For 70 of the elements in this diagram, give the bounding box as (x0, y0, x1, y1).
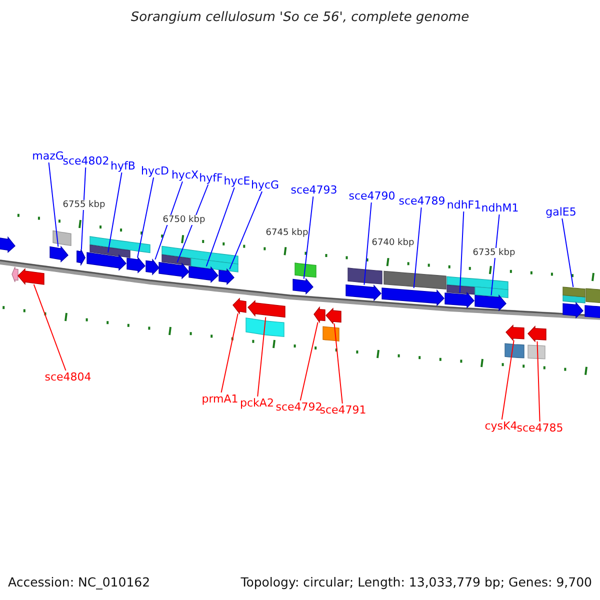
gene-label: sce4802 (62, 154, 110, 168)
scale-label: 6740 kbp (372, 238, 414, 248)
gene-label: prmA1 (202, 392, 238, 406)
scale-label: 6755 kbp (62, 200, 106, 210)
gene-block (292, 278, 314, 295)
gene-label: sce4790 (348, 190, 396, 202)
leader-line (220, 312, 238, 393)
gene-label: sce4785 (516, 422, 564, 434)
gene-label: hycE (224, 174, 250, 188)
leader-line (364, 202, 372, 286)
gene-label: hyfF (199, 172, 223, 184)
leader-line (229, 191, 263, 270)
gene-label: ndhM1 (481, 202, 519, 214)
gene-label: sce4791 (320, 404, 366, 416)
gene-label: cysK4 (484, 420, 518, 432)
leader-line (536, 340, 540, 422)
gene-block (188, 266, 218, 284)
scale-label: 6735 kbp (472, 248, 516, 258)
gene-block (158, 262, 190, 280)
gene-block (506, 324, 524, 342)
leader-line (413, 207, 422, 289)
gene-block (346, 284, 382, 302)
gene-label: hyfB (110, 160, 136, 172)
accession-text: Accession: NC_010162 (8, 574, 150, 590)
gene-label: pckA2 (240, 396, 274, 410)
gene-block (218, 268, 234, 285)
gene-block (314, 306, 326, 324)
leader-line (490, 214, 500, 296)
gene-label: sce4793 (290, 184, 338, 196)
leader-line (80, 167, 86, 250)
leader-line (48, 162, 59, 248)
gene-block (18, 268, 44, 285)
scale-label: 6750 kbp (162, 215, 206, 225)
leader-line (176, 184, 209, 263)
scale-label: 6745 kbp (266, 228, 308, 238)
leader-line (137, 177, 154, 258)
gene-block (126, 256, 146, 274)
gene-block (86, 252, 126, 271)
title: Sorangium cellulosum 'So ce 56', complete genome (130, 10, 470, 25)
gene-block (474, 294, 506, 312)
leader-line (303, 196, 314, 280)
gene-block (232, 298, 246, 314)
gene-label: hycX (171, 168, 199, 182)
genome-info-text: Topology: circular; Length: 13,033,779 bp; Genes: 9,700 (240, 574, 592, 590)
gene-label: ndhF1 (446, 198, 482, 212)
gene-label: sce4789 (398, 194, 446, 208)
leader-line (300, 322, 318, 401)
gene-label: hycD (141, 164, 169, 178)
leader-line (33, 284, 66, 371)
gene-block (444, 292, 474, 309)
gene-feature-bar (562, 286, 586, 298)
leader-line (108, 172, 122, 254)
gene-block (146, 258, 160, 276)
gene-label: sce4804 (44, 370, 92, 384)
leader-line (501, 340, 514, 420)
leader-line (459, 211, 464, 294)
gene-label: galE5 (546, 206, 576, 218)
gene-block (382, 288, 444, 306)
leader-line (206, 187, 235, 267)
gene-block (528, 326, 546, 342)
gene-block (562, 302, 584, 319)
gene-block (326, 308, 342, 324)
gene-block (248, 300, 286, 318)
gene-block (50, 246, 68, 262)
leader-line (334, 323, 343, 404)
gene-label: mazG (32, 150, 64, 162)
leader-line (154, 181, 183, 260)
gene-label: hycG (250, 178, 280, 192)
leader-line (257, 316, 266, 397)
leader-line (562, 218, 574, 288)
